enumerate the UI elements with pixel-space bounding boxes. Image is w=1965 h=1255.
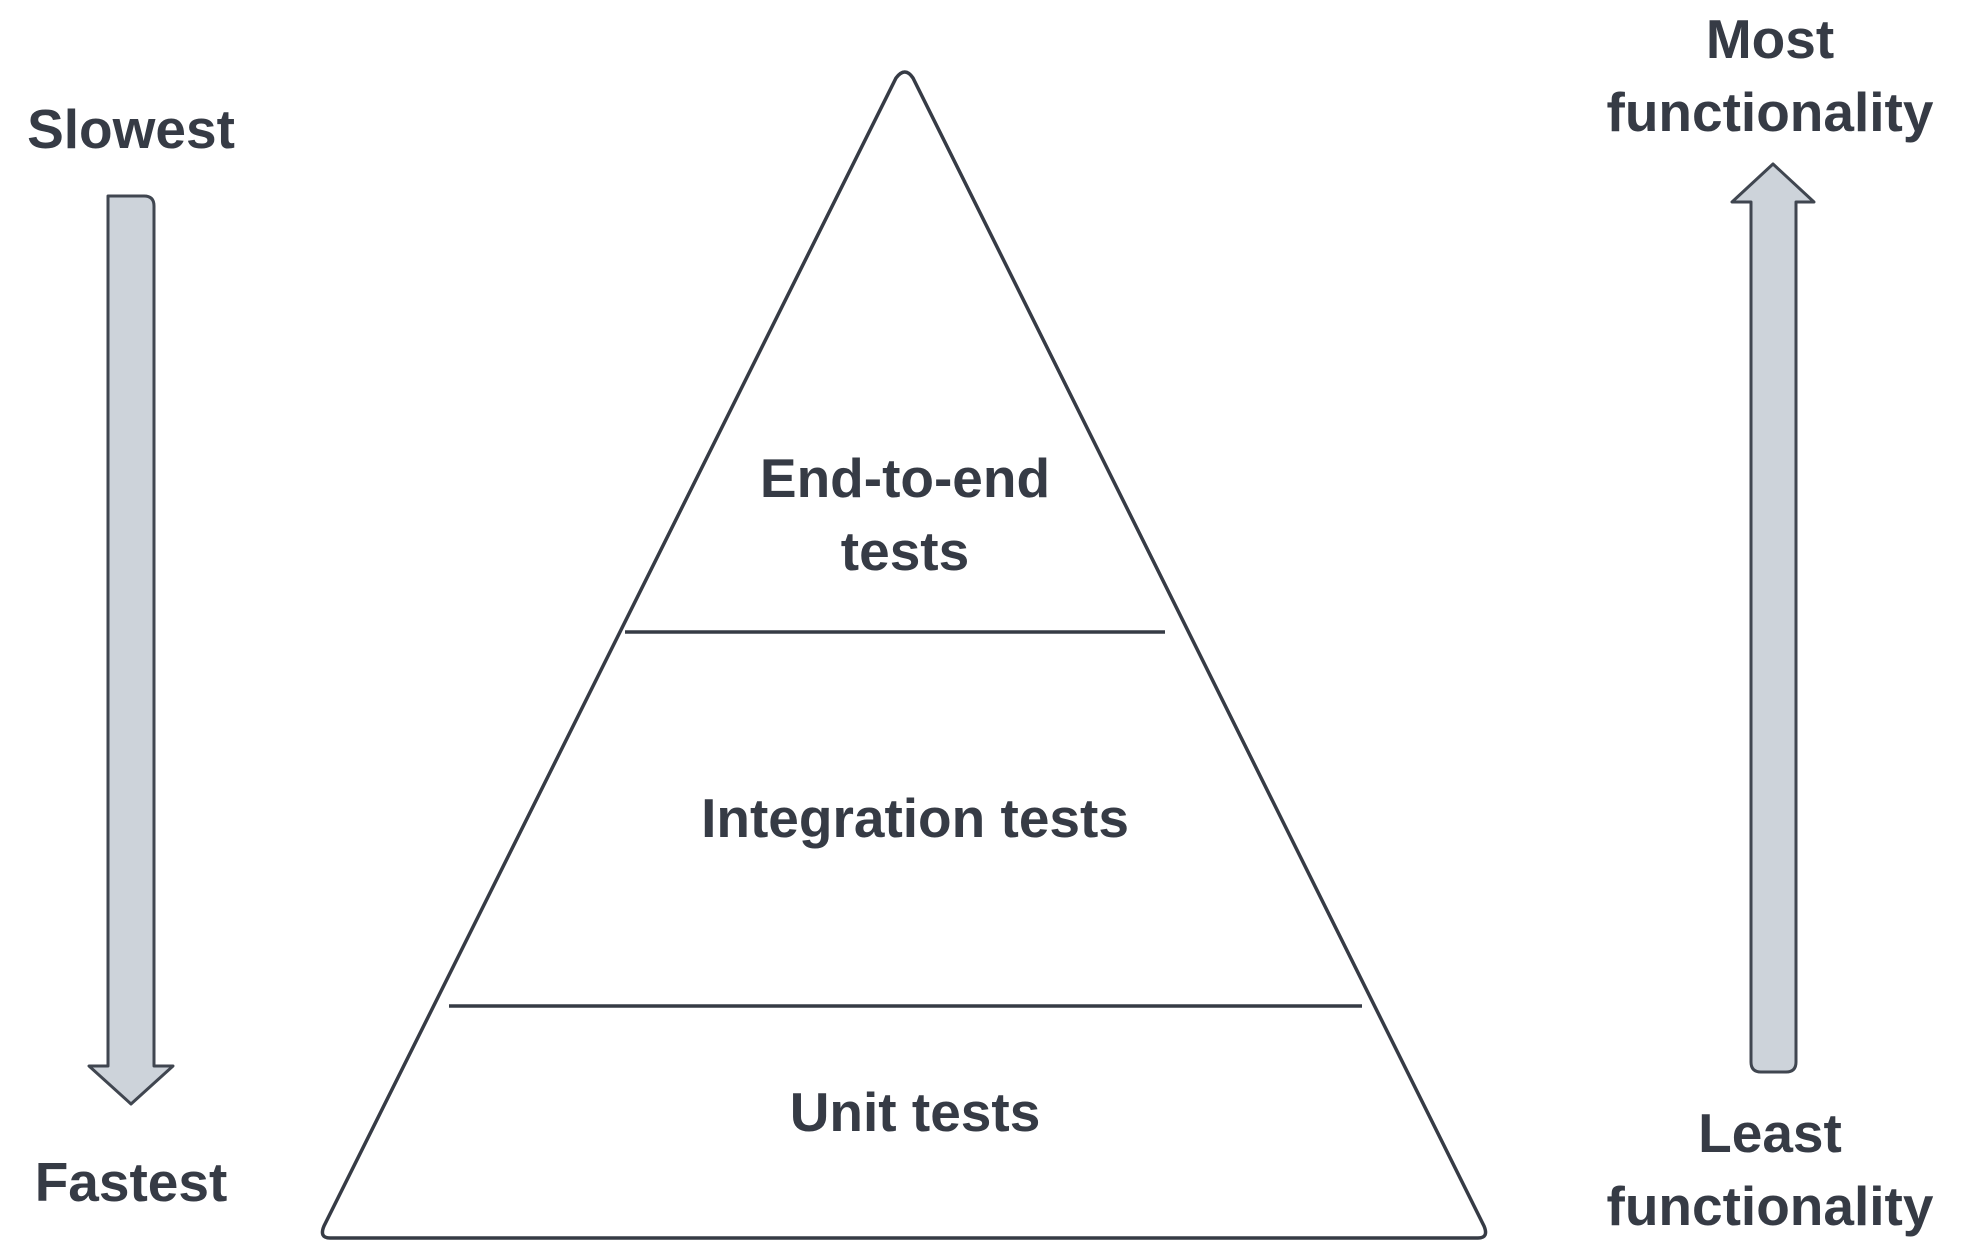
pyramid-outline <box>320 70 1488 1240</box>
tier-integration-label: Integration tests <box>630 782 1200 855</box>
most-functionality-text: functionality <box>1606 81 1934 143</box>
fastest-label: Fastest <box>0 1146 262 1219</box>
least-functionality-text: functionality <box>1606 1175 1934 1237</box>
most-text: Most <box>1705 8 1835 70</box>
tier-unit-text: Unit tests <box>789 1081 1041 1143</box>
tier-end-to-end-line2: tests <box>840 520 970 582</box>
tier-integration-text: Integration tests <box>701 787 1129 849</box>
tier-end-to-end-line1: End-to-end <box>759 447 1051 509</box>
least-functionality-label: Least functionality <box>1575 1097 1965 1243</box>
tier-unit-label: Unit tests <box>700 1076 1130 1149</box>
most-functionality-label: Most functionality <box>1575 3 1965 149</box>
least-text: Least <box>1698 1102 1842 1164</box>
tier-end-to-end-label: End-to-end tests <box>700 442 1110 588</box>
slowest-text: Slowest <box>27 98 235 160</box>
arrow-down-icon <box>87 194 175 1106</box>
fastest-text: Fastest <box>34 1151 228 1213</box>
arrow-up-icon <box>1730 162 1816 1074</box>
slowest-label: Slowest <box>0 93 262 166</box>
